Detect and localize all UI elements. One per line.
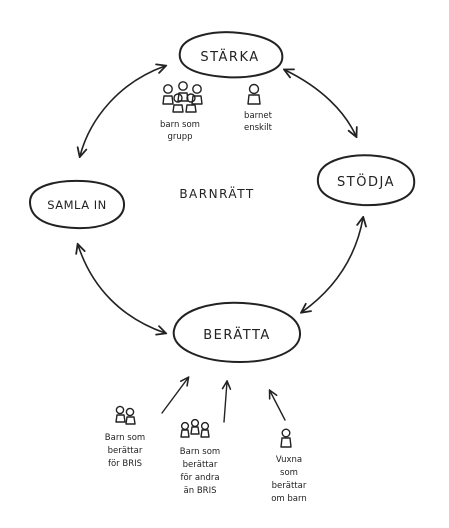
arrow-starka-samla xyxy=(80,66,165,156)
arrow-from-adults xyxy=(270,391,286,421)
annotation-barn-som-grupp: barn som grupp xyxy=(160,120,200,142)
center-label-barnratt: BARNRÄTT xyxy=(179,186,254,201)
adult-figure-icon xyxy=(280,428,292,448)
group-of-children-icon xyxy=(162,81,203,113)
annotation-vuxna-berattar-line-4: om barn xyxy=(271,494,307,504)
annotation-vuxna-berattar-line-3: berättar xyxy=(272,481,307,491)
pair-of-children-icon xyxy=(115,405,136,425)
node-stodja-label: STÖDJA xyxy=(337,173,395,190)
arrow-from-other-children xyxy=(224,382,227,423)
node-beratta-outline xyxy=(172,301,302,363)
node-samla-in: SAMLA IN xyxy=(29,179,126,230)
arrow-samla-beratta xyxy=(78,245,165,333)
single-child-icon xyxy=(247,83,261,105)
trio-of-children-icon xyxy=(180,418,210,438)
node-starka: STÄRKA xyxy=(178,31,284,79)
node-samla-label: SAMLA IN xyxy=(47,198,107,212)
annotation-barn-berattar-andra-line-3: för andra xyxy=(180,473,219,483)
annotation-barn-berattar-bris: Barn som berättar för BRIS xyxy=(105,433,145,469)
annotation-barn-berattar-bris-line-3: för BRIS xyxy=(108,459,142,469)
annotation-barn-berattar-bris-line-1: Barn som xyxy=(105,433,145,443)
node-stodja-outline xyxy=(316,154,416,207)
annotation-vuxna-berattar-line-2: som xyxy=(280,468,298,478)
arrow-from-bris-children xyxy=(161,378,188,414)
annotation-vuxna-berattar-line-1: Vuxna xyxy=(276,455,302,465)
node-starka-outline xyxy=(178,31,284,79)
node-beratta: BERÄTTA xyxy=(172,301,302,363)
annotation-barnet-enskilt: barnet enskilt xyxy=(244,111,273,133)
annotation-barn-berattar-andra-line-1: Barn som xyxy=(180,447,220,457)
node-starka-label: STÄRKA xyxy=(200,49,259,65)
node-beratta-label: BERÄTTA xyxy=(203,327,271,343)
node-samla-outline xyxy=(29,179,126,230)
arrow-starka-stodja xyxy=(285,70,356,136)
annotation-barn-berattar-andra: Barn som berättar för andra än BRIS xyxy=(180,447,220,496)
annotation-barn-som-grupp-line-1: barn som xyxy=(160,120,200,130)
annotation-vuxna-berattar: Vuxna som berättar om barn xyxy=(271,455,307,504)
annotation-barn-berattar-andra-line-2: berättar xyxy=(183,460,218,470)
annotation-barn-berattar-andra-line-4: än BRIS xyxy=(184,486,217,496)
annotation-barn-berattar-bris-line-2: berättar xyxy=(108,446,143,456)
annotation-barnet-enskilt-line-1: barnet xyxy=(244,111,273,121)
node-stodja: STÖDJA xyxy=(316,154,416,207)
annotation-barnet-enskilt-line-2: enskilt xyxy=(244,123,273,133)
annotation-barn-som-grupp-line-2: grupp xyxy=(167,132,192,142)
arrow-stodja-beratta xyxy=(302,218,363,312)
